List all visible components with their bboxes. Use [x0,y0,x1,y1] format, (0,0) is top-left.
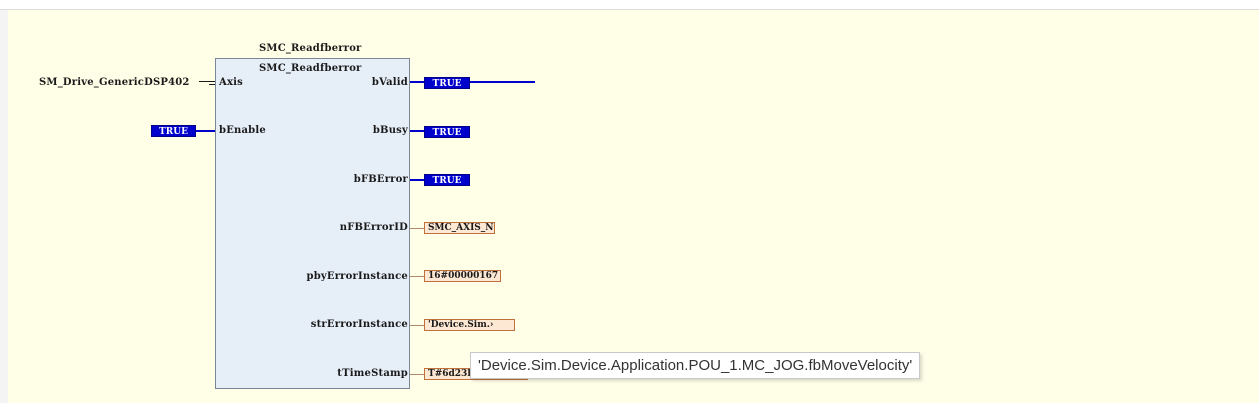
strerrorinstance-output-stub [410,325,424,326]
bbusy-output-stub [410,130,424,132]
bvalid-output-value[interactable]: TRUE [424,77,470,89]
pbyerrorinstance-output-stub [410,276,424,277]
pin-ttimestamp[interactable]: tTimeStamp [337,368,408,379]
value-tooltip: 'Device.Sim.Device.Application.POU_1.MC_… [470,352,921,379]
bfberror-output-stub [410,179,424,181]
nfberrorid-output-stub [410,228,424,229]
pin-benable[interactable]: bEnable [219,125,266,136]
benable-input-wire [196,130,215,132]
pbyerrorinstance-output-value[interactable]: 16#00000167 [424,270,501,282]
pin-axis[interactable]: Axis [219,77,243,88]
function-block-body[interactable] [215,58,410,389]
ttimestamp-output-stub [410,374,424,375]
bvalid-output-stub [410,81,424,83]
fb-type-name: SMC_Readfberror [259,63,362,74]
pin-strerrorinstance[interactable]: strErrorInstance [310,319,408,330]
editor-left-gutter [0,10,8,403]
pin-bvalid[interactable]: bValid [371,77,408,88]
editor-top-border [0,0,1259,10]
pin-bfberror[interactable]: bFBError [353,174,408,185]
strerrorinstance-output-value[interactable]: 'Device.Sim.› [424,319,515,331]
pin-bbusy[interactable]: bBusy [372,125,408,136]
axis-inout-marker [209,84,215,85]
bbusy-output-value[interactable]: TRUE [424,126,470,138]
bfberror-output-value[interactable]: TRUE [424,174,470,186]
bvalid-output-wire[interactable] [470,81,535,83]
pin-pbyerrorinstance[interactable]: pbyErrorInstance [306,271,408,282]
cfc-editor-canvas[interactable] [8,10,1259,403]
fb-instance-name[interactable]: SMC_Readfberror [259,43,362,54]
benable-input-value[interactable]: TRUE [151,125,196,137]
nfberrorid-output-value[interactable]: SMC_AXIS_N [424,222,495,234]
pin-nfberrorid[interactable]: nFBErrorID [339,222,408,233]
axis-input-wire [199,81,215,82]
axis-input-source[interactable]: SM_Drive_GenericDSP402 [39,77,190,88]
